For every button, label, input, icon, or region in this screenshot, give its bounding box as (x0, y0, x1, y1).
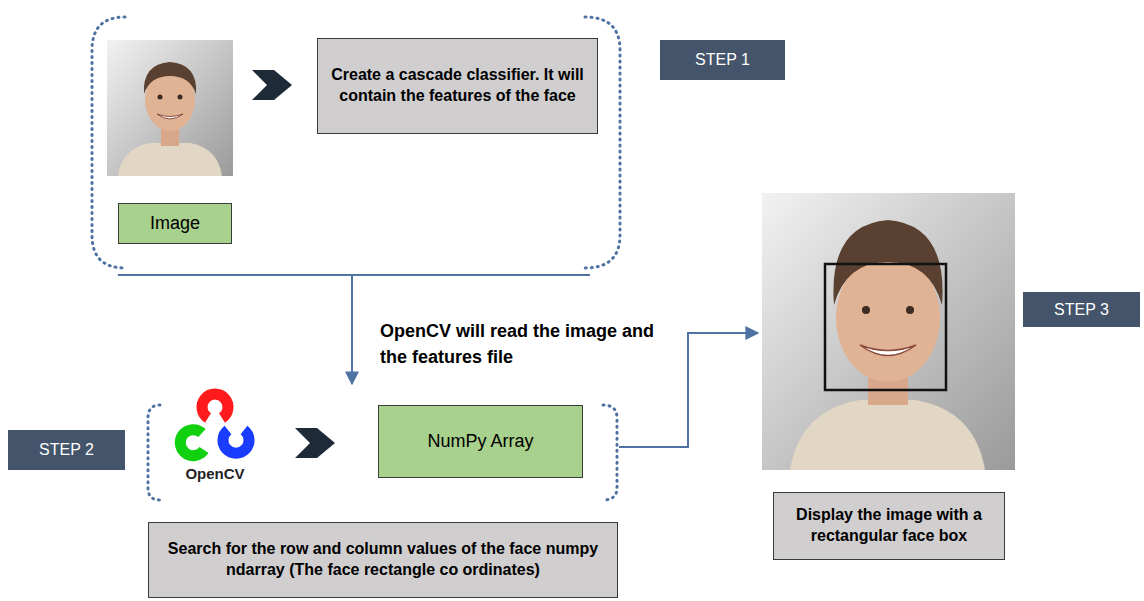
process-box: Create a cascade classifier. It will con… (317, 38, 598, 134)
box-text: NumPy Array (427, 431, 533, 452)
face-box (825, 264, 946, 390)
step-tag: STEP 3 (1023, 292, 1140, 327)
box-text: STEP 2 (39, 441, 94, 459)
dotted-bracket (92, 17, 620, 500)
logo-text: OpenCV (165, 466, 265, 483)
process-box: Image (118, 203, 232, 244)
step-tag: STEP 2 (8, 430, 125, 470)
opencv-logo (180, 394, 249, 456)
box-text: Create a cascade classifier. It will con… (328, 65, 587, 107)
process-box: Display the image with a rectangular fac… (773, 492, 1005, 560)
step-tag: STEP 1 (660, 40, 785, 80)
process-box: Search for the row and column values of … (148, 522, 618, 598)
box-text: Image (150, 213, 200, 234)
portrait-photo (762, 193, 1015, 470)
box-text: STEP 3 (1054, 301, 1109, 319)
box-text: STEP 1 (695, 51, 750, 69)
box-text: Display the image with a rectangular fac… (782, 505, 996, 547)
box-text: Search for the row and column values of … (157, 539, 609, 581)
portrait-photo (107, 40, 233, 176)
note-text: OpenCV will read the image and the featu… (380, 318, 680, 370)
process-box: NumPy Array (378, 405, 583, 478)
